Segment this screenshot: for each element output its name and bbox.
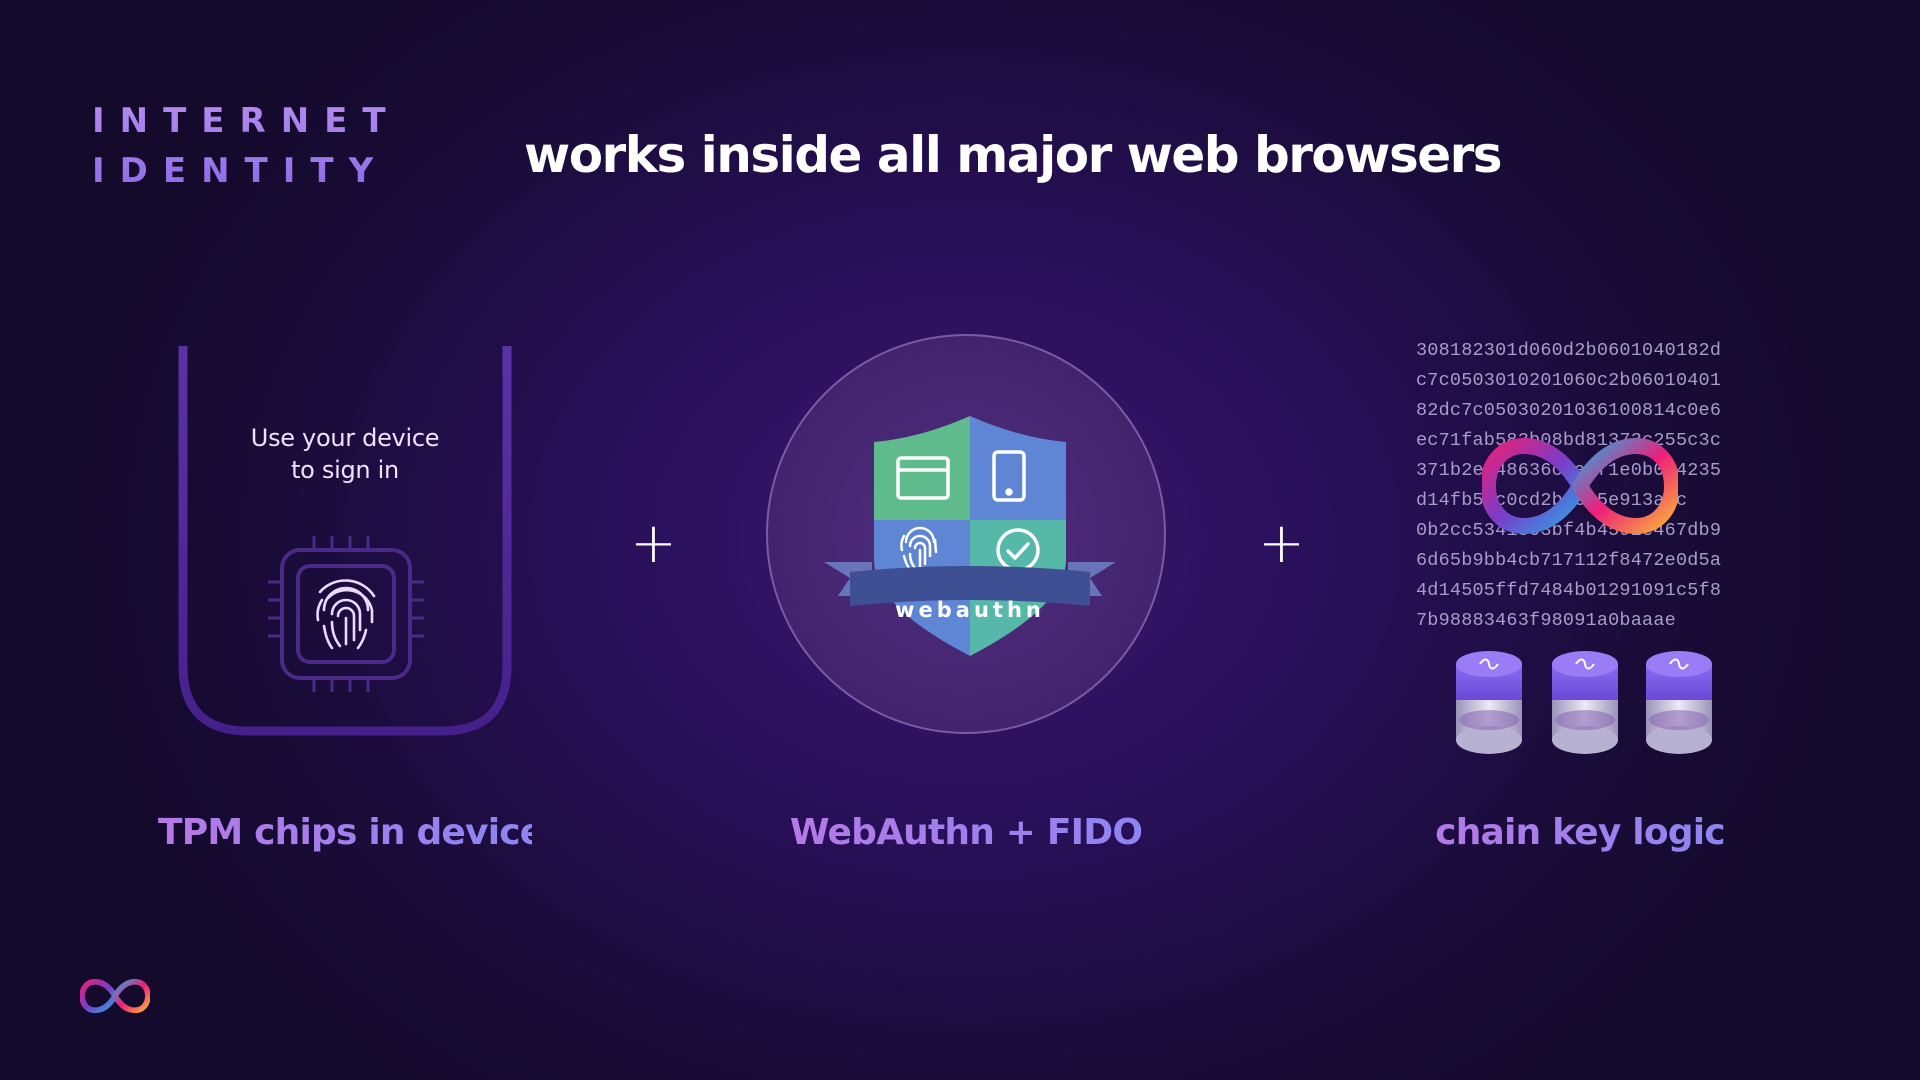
hex-line: c7c0503010201060c2b06010401 [1416,370,1722,391]
dfinity-logo-icon [80,978,150,1014]
plus-sign-2: + [1258,511,1305,576]
browser-window-icon [896,456,950,500]
node-cylinders [1456,651,1712,754]
mobile-phone-icon [992,450,1026,502]
caption-webauthn: WebAuthn + FIDO [766,812,1166,853]
brand-wordmark: INTERNET IDENTITY [92,96,401,196]
node-cylinder-icon [1552,651,1618,754]
device-instruction-line-1: Use your device [250,424,440,452]
hex-line: 308182301d060d2b0601040182d [1416,340,1722,361]
hex-line: 6d65b9bb4cb717112f8472e0d5a [1416,550,1722,571]
fingerprint-icon [900,526,938,572]
hex-line: 7b98883463f98091a0baaae [1416,610,1676,631]
node-cylinder-icon [1456,651,1522,754]
device-instruction-line-2: to sign in [291,456,399,484]
hex-line: 4d14505ffd7484b01291091c5f8 [1416,580,1722,601]
device-frame [178,346,512,736]
caption-chainkey: chain key logic [1420,812,1740,853]
node-cylinder-icon [1646,651,1712,754]
brand-line-1: INTERNET [92,101,401,141]
webauthn-shield-icon [824,416,1116,656]
infinity-logo-icon [1482,437,1678,535]
hex-line: 82dc7c05030201036100814c0e6 [1416,400,1722,421]
fingerprint-chip-icon [268,536,424,692]
brand-line-2: IDENTITY [92,151,389,191]
headline: works inside all major web browsers [524,126,1503,184]
device-instruction: Use your device to sign in [178,422,512,486]
plus-sign-1: + [630,511,677,576]
webauthn-label: webauthn [895,598,1045,622]
hex-block: 308182301d060d2b0601040182d c7c050301020… [1416,336,1756,636]
caption-tpm: TPM chips in devices [158,812,565,853]
